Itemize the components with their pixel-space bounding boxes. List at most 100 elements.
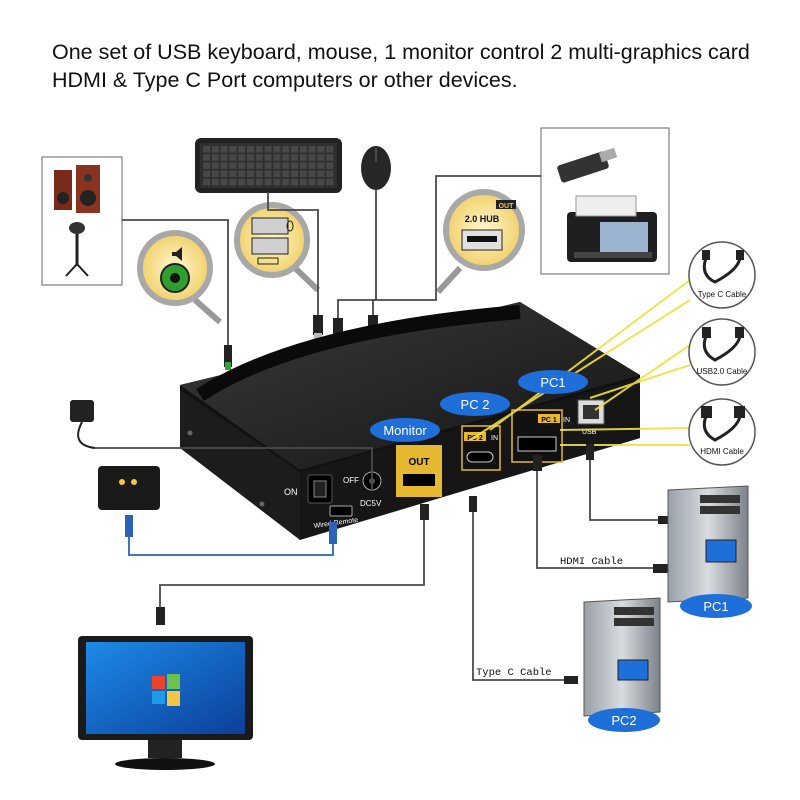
hdmi-cable-icon: [701, 406, 745, 442]
hdmi-cable-line-label: HDMI Cable: [560, 556, 623, 568]
keyboard-key: [264, 170, 272, 178]
keyboard-key: [247, 154, 254, 161]
pc1-port-pill: PC1: [518, 370, 588, 394]
peripheral-wires: [122, 175, 541, 345]
windows-logo-icon: [152, 674, 180, 706]
keyboard-key: [326, 178, 334, 186]
keyboard-key: [326, 154, 334, 161]
monitor-icon: [78, 636, 253, 770]
speakers-icon: [54, 165, 100, 213]
keyboard-key: [282, 170, 290, 178]
keyboard-key: [282, 162, 290, 169]
keyboard-key: [211, 170, 219, 178]
pc1-port-label: PC 1: [541, 417, 557, 424]
keyboard-key: [317, 146, 325, 153]
mouse-small-icon: [286, 220, 294, 232]
speakers-mic-box: [41, 156, 123, 286]
type-c-cable-callout: Type C Cable: [688, 241, 756, 309]
keyboard-key: [264, 146, 272, 153]
keyboard-key: [326, 146, 334, 153]
pc1-in-label: IN: [563, 417, 570, 424]
keyboard-key: [299, 162, 307, 169]
keyboard-key: [273, 146, 281, 153]
keyboard-key: [220, 154, 228, 161]
monitor-plug-screen: [156, 607, 165, 625]
keyboard-key: [247, 170, 254, 178]
type-c-cable-label: Type C Cable: [698, 290, 747, 299]
keyboard-key: [282, 178, 290, 186]
keyboard-key: [299, 146, 307, 153]
keyboard-key: [308, 154, 316, 161]
pc1-computer-label: PC1: [703, 599, 728, 614]
keyboard-key: [247, 178, 254, 186]
keyboard-key: [282, 154, 290, 161]
hub-label: 2.0 HUB: [465, 214, 500, 224]
usb-cable-icon: [702, 327, 744, 362]
dc5v-label: DC5V: [360, 499, 382, 508]
usb-printer-box: [540, 127, 670, 275]
keyboard-key: [299, 170, 307, 178]
keyboard-key: [264, 162, 272, 169]
pc2-label-pill: PC2: [588, 708, 660, 732]
on-label: ON: [284, 487, 298, 497]
wired-remote-port[interactable]: [329, 505, 353, 517]
keyboard-key: [203, 178, 210, 186]
keyboard-key: [211, 146, 219, 153]
hub-out-label: OUT: [499, 203, 515, 210]
keyboard-key: [308, 162, 316, 169]
hdmi-cable-label: HDMI Cable: [700, 447, 744, 456]
audio-icon: [172, 247, 182, 261]
pc2-pill-label: PC 2: [461, 397, 490, 412]
keyboard-key: [247, 146, 254, 153]
wired-remote-icon: [98, 466, 160, 510]
keyboard-key: [238, 154, 246, 161]
pc1-port-badge: [538, 414, 560, 423]
power-switch[interactable]: [307, 474, 333, 504]
keyboard-key: [229, 162, 237, 169]
keyboard-key: [317, 162, 325, 169]
keyboard-key: [273, 178, 281, 186]
keyboard-key: [264, 154, 272, 161]
keyboard-key: [264, 178, 272, 186]
keyboard-key: [220, 162, 228, 169]
pc2-in-label: IN: [491, 435, 498, 442]
keyboard-key: [238, 162, 246, 169]
keyboard-key: [203, 146, 210, 153]
usb-b-port[interactable]: [577, 399, 605, 425]
keyboard-key: [255, 154, 263, 161]
pc2-port-pill: PC 2: [440, 392, 510, 416]
keyboard-key: [308, 178, 316, 186]
pc1-label-pill: PC1: [680, 594, 752, 618]
keyboard-key: [255, 146, 263, 153]
keyboard-key: [308, 146, 316, 153]
hdmi-out-port[interactable]: [396, 445, 442, 497]
keyboard-key: [238, 170, 246, 178]
pc-wires: [472, 458, 660, 681]
keyboard-key: [247, 162, 254, 169]
usb-label: USB: [582, 429, 597, 436]
keyboard-key: [317, 154, 325, 161]
keyboard-key: [299, 178, 307, 186]
keyboard-key: [291, 154, 298, 161]
keyboard-key: [229, 146, 237, 153]
mouse-icon: [361, 146, 391, 300]
keyboard-key: [255, 170, 263, 178]
usb-port-zoom: [234, 202, 321, 293]
keyboard-key: [282, 146, 290, 153]
keyboard-key: [203, 162, 210, 169]
keyboard-key: [211, 178, 219, 186]
monitor-plug-device: [420, 504, 429, 520]
keyboard-key: [229, 170, 237, 178]
audio-port-zoom: [137, 230, 222, 325]
keyboard-key: [220, 178, 228, 186]
cable-highlight-beams: [469, 279, 691, 446]
hub-port-zoom: OUT 2.0 HUB: [435, 189, 525, 295]
keyboard-key: [317, 178, 325, 186]
monitor-pill-label: Monitor: [383, 423, 427, 438]
monitor-port-pill: Monitor: [370, 418, 440, 442]
pc2-port-label: PC 2: [467, 435, 483, 442]
keyboard-small-icon: [257, 257, 279, 265]
keyboard-key: [229, 154, 237, 161]
microphone-icon: [65, 222, 89, 277]
